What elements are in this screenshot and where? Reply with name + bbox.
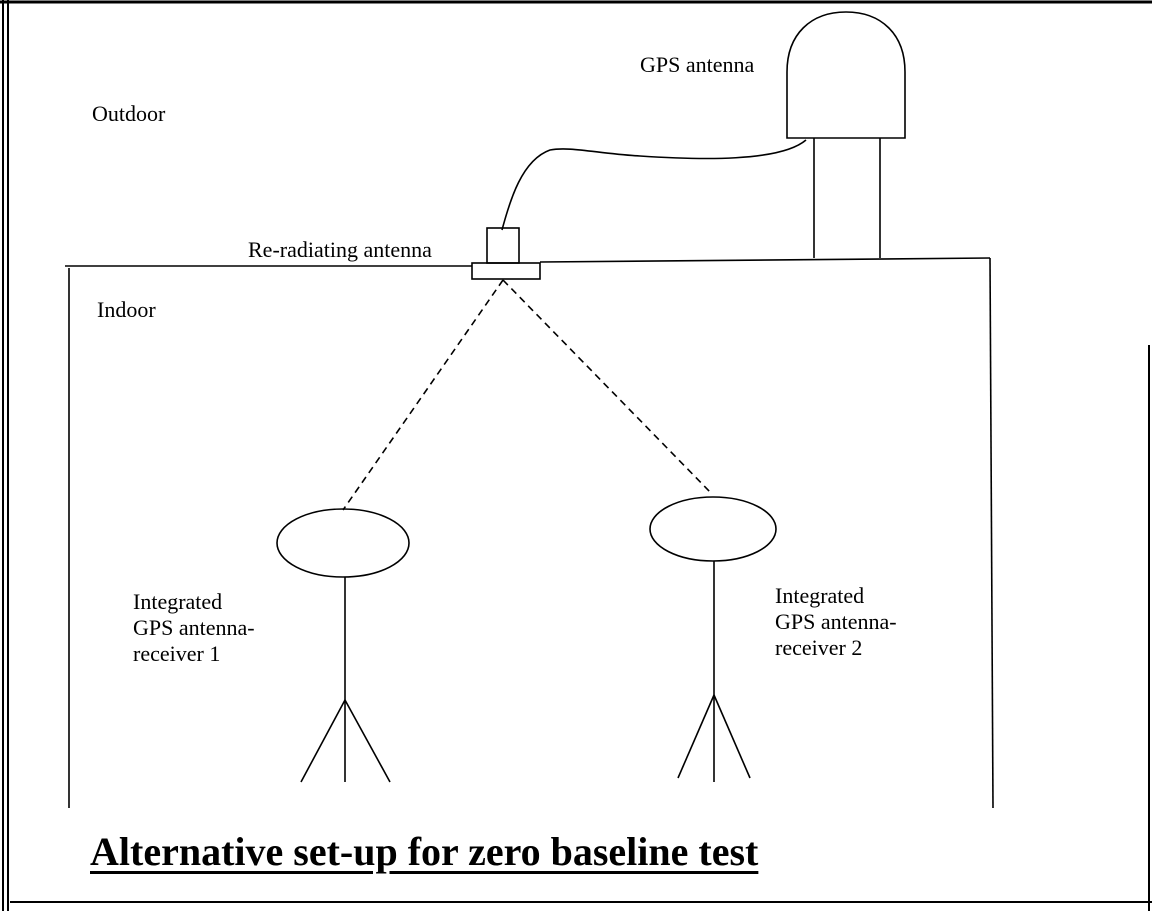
building-outline [65, 257, 994, 809]
receiver-2-label-line-2: GPS antenna- [775, 609, 897, 634]
receiver-2-label-line-1: Integrated [775, 583, 865, 608]
indoor-label: Indoor [97, 297, 156, 322]
receiver-1-label-line-2: GPS antenna- [133, 615, 255, 640]
reradiating-antenna-label: Re-radiating antenna [248, 237, 432, 262]
receiver-1-label-line-1: Integrated [133, 589, 223, 614]
gps-antenna [786, 11, 906, 258]
antenna-cable [501, 139, 807, 231]
receiver-2-label: Integrated GPS antenna- receiver 2 [775, 583, 897, 661]
gps-antenna-label: GPS antenna [640, 52, 755, 77]
reradiating-antenna [471, 227, 541, 280]
receiver-1-label-line-3: receiver 1 [133, 641, 221, 666]
signal-lines [342, 279, 713, 511]
receiver-1 [276, 508, 410, 783]
receiver-2 [649, 496, 777, 782]
outdoor-label: Outdoor [92, 101, 166, 126]
receiver-2-label-line-3: receiver 2 [775, 635, 863, 660]
diagram-title: Alternative set-up for zero baseline tes… [90, 829, 759, 874]
receiver-1-label: Integrated GPS antenna- receiver 1 [133, 589, 255, 667]
